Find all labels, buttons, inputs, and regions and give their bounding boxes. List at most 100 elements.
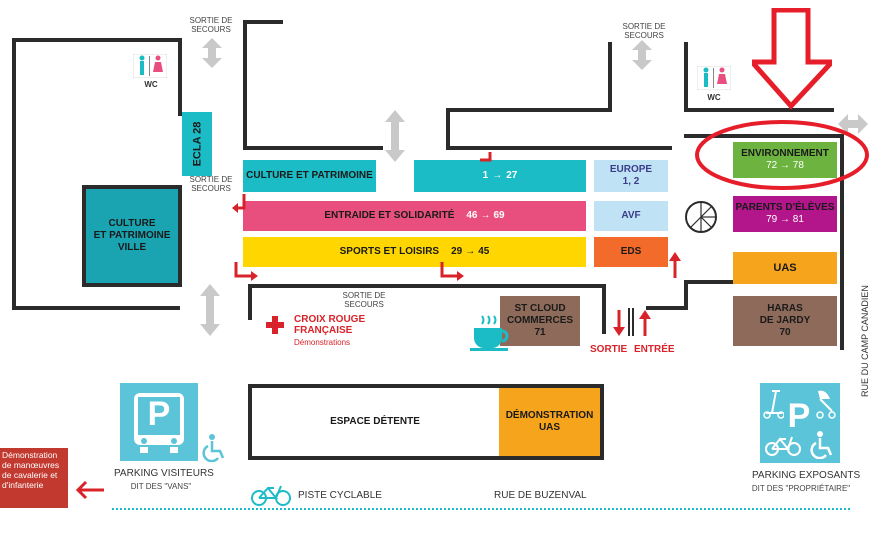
stand-number: 70 [779,327,791,338]
zone-culture-patrimoine-ville[interactable]: CULTURE ET PATRIMOINE VILLE [86,189,178,283]
wall [446,108,450,150]
zone-culture-patrimoine[interactable]: CULTURE ET PATRIMOINE [243,160,376,192]
flow-arrow-icon [480,152,492,162]
zone-haras-jardy[interactable]: HARAS DE JARDY 70 [733,296,837,346]
croix-rouge-label: CROIX ROUGE FRANÇAISE [294,314,366,336]
wall [646,306,688,310]
croix-rouge-sub: Démonstrations [294,338,351,347]
entrance-arrow-icon [639,310,651,336]
stand-range-to: 27 [506,170,518,181]
range-arrow-icon: → [480,210,491,221]
stand-range-from: 72 [766,160,778,171]
emergency-exit-label: SORTIE DE SECOURS [189,175,233,193]
entrance-label: ENTRÉE [634,344,675,355]
flow-arrow-icon [234,262,258,281]
flow-arrow-icon [669,252,681,278]
wall [684,134,844,138]
emergency-exit-label: SORTIE DE SECOURS [342,291,386,309]
range-arrow-icon: → [465,246,476,257]
wheelchair-icon [202,434,225,462]
wall [243,146,383,150]
stand-range-to: 78 [792,160,804,171]
stand-range-to: 45 [478,246,490,257]
bicycle-icon [251,485,291,506]
coffee-icon [470,315,509,351]
bus-icon [134,393,184,453]
demo-cavalerie-label: Démonstration de manœuvres de cavalerie … [2,450,60,490]
flow-arrow-icon [440,262,464,281]
wall [684,42,688,112]
wall [82,185,182,189]
bicycle-icon [765,436,801,456]
zone-label: CULTURE ET PATRIMOINE [246,170,373,181]
stand-range-to: 81 [792,214,804,225]
emergency-exit-arrow-icon [632,40,652,70]
zone-label: SPORTS ET LOISIRS [339,246,440,257]
wall [243,20,247,150]
wall [12,306,180,310]
zone-entraide-solidarite[interactable]: ENTRAIDE ET SOLIDARITÉ 46 → 69 [243,201,586,231]
zone-environnement[interactable]: ENVIRONNEMENT 72 → 78 [733,142,837,178]
zone-europe[interactable]: EUROPE 1, 2 [594,160,668,192]
stand-range-from: 29 [451,246,463,257]
wall [82,283,182,287]
zone-demonstration-uas[interactable]: DÉMONSTRATION UAS [499,388,600,456]
door-icon [628,308,634,336]
wall [684,108,834,112]
wall [12,38,182,42]
zone-label: EUROPE 1, 2 [609,164,653,187]
zone-espace-detente: ESPACE DÉTENTE [252,388,498,456]
parking-exposants-sub: DIT DES "PROPRIÉTAIRE" [751,484,851,493]
street-label-camp-canadien: RUE DU CAMP CANADIEN [860,285,870,397]
bike-lane-label: PISTE CYCLABLE [298,490,382,501]
stand-number: 71 [534,327,546,338]
stand-range: 79 → 81 [766,214,804,226]
exit-label: SORTIE [590,344,628,355]
zone-eds[interactable]: EDS [594,237,668,267]
zone-sports-loisirs[interactable]: SPORTS ET LOISIRS 29 → 45 [243,237,586,267]
bike-lane-line [112,508,850,510]
wc-icon [697,66,731,90]
zone-label: EDS [620,246,642,257]
zone-avf[interactable]: AVF [594,201,668,231]
demo-cavalerie-box[interactable]: Démonstration de manœuvres de cavalerie … [0,448,68,508]
wheelchair-icon [810,431,833,459]
zone-stands-1-27[interactable]: 1 → 27 [414,160,586,192]
stand-range-from: 79 [766,214,778,225]
wc-icon [133,54,167,78]
wall [684,280,734,284]
emergency-exit-arrow-icon [385,110,405,162]
stand-range-to: 69 [493,210,505,221]
wall [608,42,612,112]
zone-st-cloud-commerces[interactable]: ST CLOUD COMMERCES 71 [500,296,580,346]
zone-label: ST CLOUD COMMERCES [506,303,574,326]
wall [178,38,182,116]
wall [602,284,606,334]
highlight-arrow-icon [752,8,832,110]
zone-uas[interactable]: UAS [733,252,837,284]
emergency-exit-arrow-icon [202,38,222,68]
range-arrow-icon: → [492,170,503,181]
parking-visiteurs-sign[interactable]: P [120,383,198,461]
zone-label: UAS [773,262,797,274]
stand-range-from: 1 [482,170,489,181]
zone-label: PARENTS D'ÉLÈVES [735,202,835,213]
parking-exposants-sign[interactable]: P [760,383,840,463]
left-arrow-icon [75,480,104,500]
flow-arrow-icon [232,194,246,213]
stand-range-from: 46 [466,210,478,221]
wall [248,284,252,320]
zone-label: HARAS DE JARDY [759,303,811,326]
wc-label: WC [144,80,158,89]
scooter-icon [763,390,784,419]
staircase-icon [685,201,717,233]
zone-label: ESPACE DÉTENTE [330,416,420,427]
zone-ecla[interactable]: ECLA 28 [182,112,212,176]
emergency-exit-arrow-icon [838,114,868,134]
parking-visiteurs-label: PARKING VISITEURS [114,468,214,479]
zone-label: ENTRAIDE ET SOLIDARITÉ [324,210,455,221]
street-label-buzenval: RUE DE BUZENVAL [494,490,587,501]
range-arrow-icon: → [780,214,790,225]
zone-parents-eleves[interactable]: PARENTS D'ÉLÈVES 79 → 81 [733,196,837,232]
parking-exposants-label: PARKING EXPOSANTS [752,470,861,481]
